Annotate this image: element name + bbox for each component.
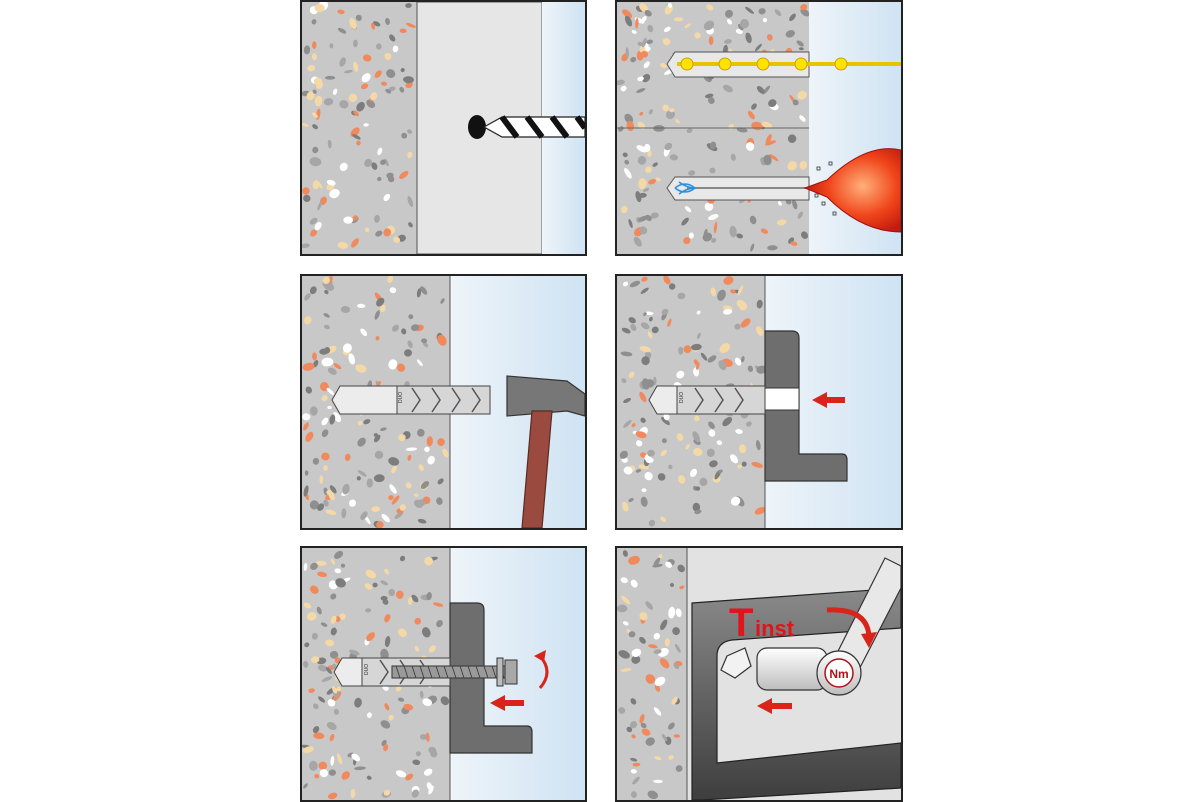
anchor-marking: DUO <box>679 392 685 403</box>
plastic-anchor-icon: DUO <box>331 385 491 415</box>
place-fixture-illustration: DUO <box>617 276 901 528</box>
plastic-anchor-icon: DUO <box>648 385 766 415</box>
step-place-fixture-panel: DUO <box>615 274 903 530</box>
step-insert-bolt-panel: DUO <box>300 546 587 802</box>
angle-bracket-icon <box>449 602 533 754</box>
angle-bracket-icon <box>764 330 848 482</box>
anchor-marking: DUO <box>398 392 404 403</box>
clean-hole-illustration <box>617 2 901 254</box>
rotate-arrow-icon <box>534 650 549 689</box>
anchor-marking: DUO <box>364 664 370 675</box>
step-drill-hole-panel <box>300 0 587 256</box>
hex-nut-icon <box>720 647 752 679</box>
insert-bolt-illustration: DUO <box>302 548 585 800</box>
torque-label: T inst <box>729 601 795 645</box>
step-clean-hole-panel <box>615 0 903 256</box>
concrete-aggregate <box>302 2 416 249</box>
fixture-hole <box>764 387 800 411</box>
drill-bit-icon <box>482 115 585 139</box>
push-arrow-icon <box>812 392 845 408</box>
torque-symbol: T <box>729 601 753 645</box>
push-arrow-icon <box>757 698 792 714</box>
torque-unit-label: Nm <box>829 667 848 681</box>
threaded-bolt-icon <box>391 657 518 687</box>
concrete-aggregate <box>617 550 685 800</box>
step-hammer-in-anchor-panel: DUO <box>300 274 587 530</box>
air-jet-icon <box>674 181 696 195</box>
concrete-section <box>302 2 417 254</box>
drill-hole-illustration <box>302 2 585 254</box>
hammer-icon <box>506 375 585 528</box>
concrete-aggregate <box>302 276 449 528</box>
blow-pump-icon <box>803 148 901 233</box>
concrete-aggregate <box>619 276 767 527</box>
push-arrow-icon <box>490 695 524 711</box>
drilled-hole <box>468 115 486 139</box>
cleaning-brush-icon <box>680 57 848 71</box>
step-apply-torque-panel: Nm T inst <box>615 546 903 802</box>
torque-subscript: inst <box>755 616 795 641</box>
apply-torque-illustration: Nm T inst <box>617 548 901 800</box>
rotate-arrow-icon <box>826 607 877 648</box>
concrete-section <box>617 548 687 800</box>
hammer-anchor-illustration: DUO <box>302 276 585 528</box>
